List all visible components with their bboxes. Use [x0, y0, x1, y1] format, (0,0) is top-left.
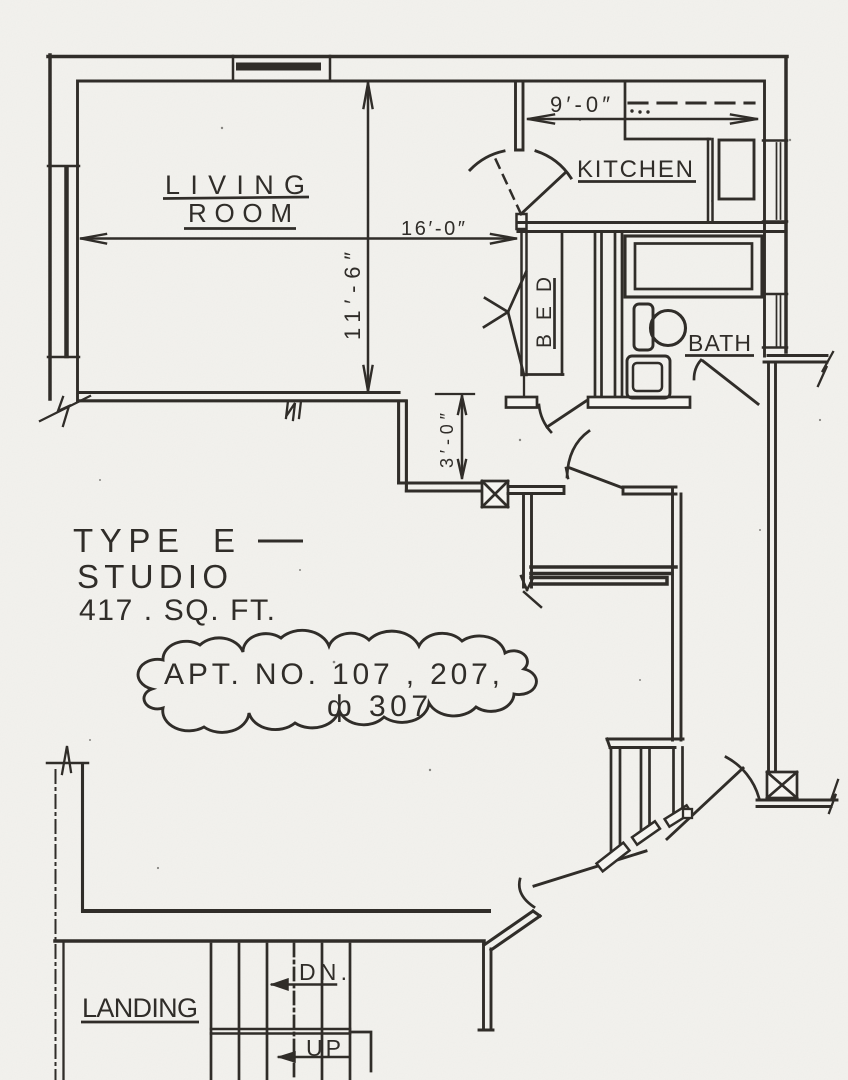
svg-text:BATH: BATH: [688, 330, 751, 356]
svg-text:E: E: [213, 522, 235, 559]
svg-text:ф 307: ф 307: [327, 690, 428, 723]
svg-text:3′-0″: 3′-0″: [437, 412, 457, 468]
svg-text:BED: BED: [533, 277, 556, 348]
svg-text:KITCHEN: KITCHEN: [577, 156, 693, 183]
svg-text:APT. NO. 107 , 207,: APT. NO. 107 , 207,: [164, 658, 500, 691]
svg-text:LANDING: LANDING: [82, 993, 198, 1023]
svg-text:DN.: DN.: [299, 959, 347, 985]
svg-text:417 . SQ. FT.: 417 . SQ. FT.: [79, 594, 275, 627]
